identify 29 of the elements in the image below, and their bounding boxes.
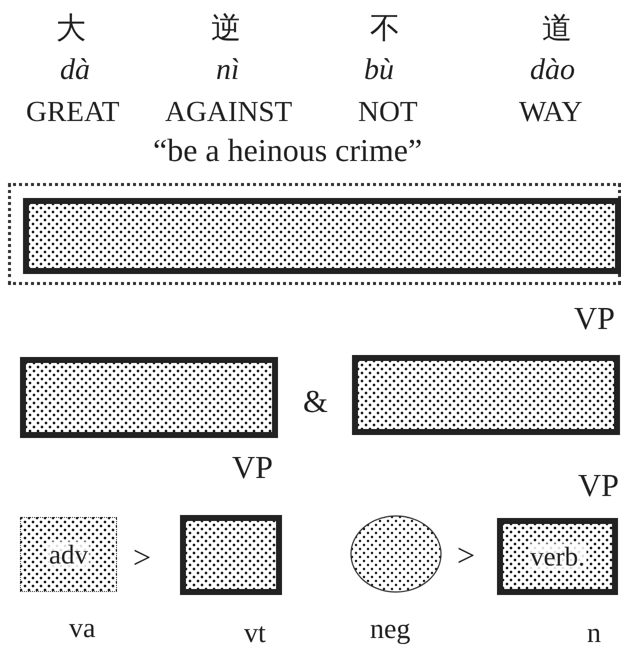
category-label: VP [574,302,615,334]
translation-text: “be a heinous crime” [153,134,422,166]
category-label: vt [244,620,266,645]
operator-symbol: & [303,385,328,417]
pinyin-text: nì [216,55,240,85]
pinyin-text: dà [60,55,90,85]
category-label: n [587,620,601,645]
category-label: VP [232,451,273,483]
chinese-character: 道 [542,14,572,44]
stippled-box [23,198,621,274]
stippled-box [352,355,620,435]
dotted-frame [8,183,621,285]
node-label: adv [47,541,90,568]
pinyin-text: dào [530,55,575,85]
gloss-text: AGAINST [165,98,292,127]
gloss-text: WAY [519,98,582,127]
gloss-text: GREAT [26,98,120,127]
operator-symbol: > [457,539,476,571]
pinyin-text: bù [364,55,394,85]
chinese-character: 大 [56,14,86,44]
chinese-character: 不 [370,14,400,44]
operator-symbol: > [133,541,152,573]
node-label: verb. [528,543,587,570]
gloss-text: NOT [358,98,418,127]
category-label: va [69,615,96,643]
stippled-box [20,357,278,438]
category-label: neg [370,616,410,644]
chinese-character: 逆 [211,14,241,44]
category-label: VP [578,469,619,501]
